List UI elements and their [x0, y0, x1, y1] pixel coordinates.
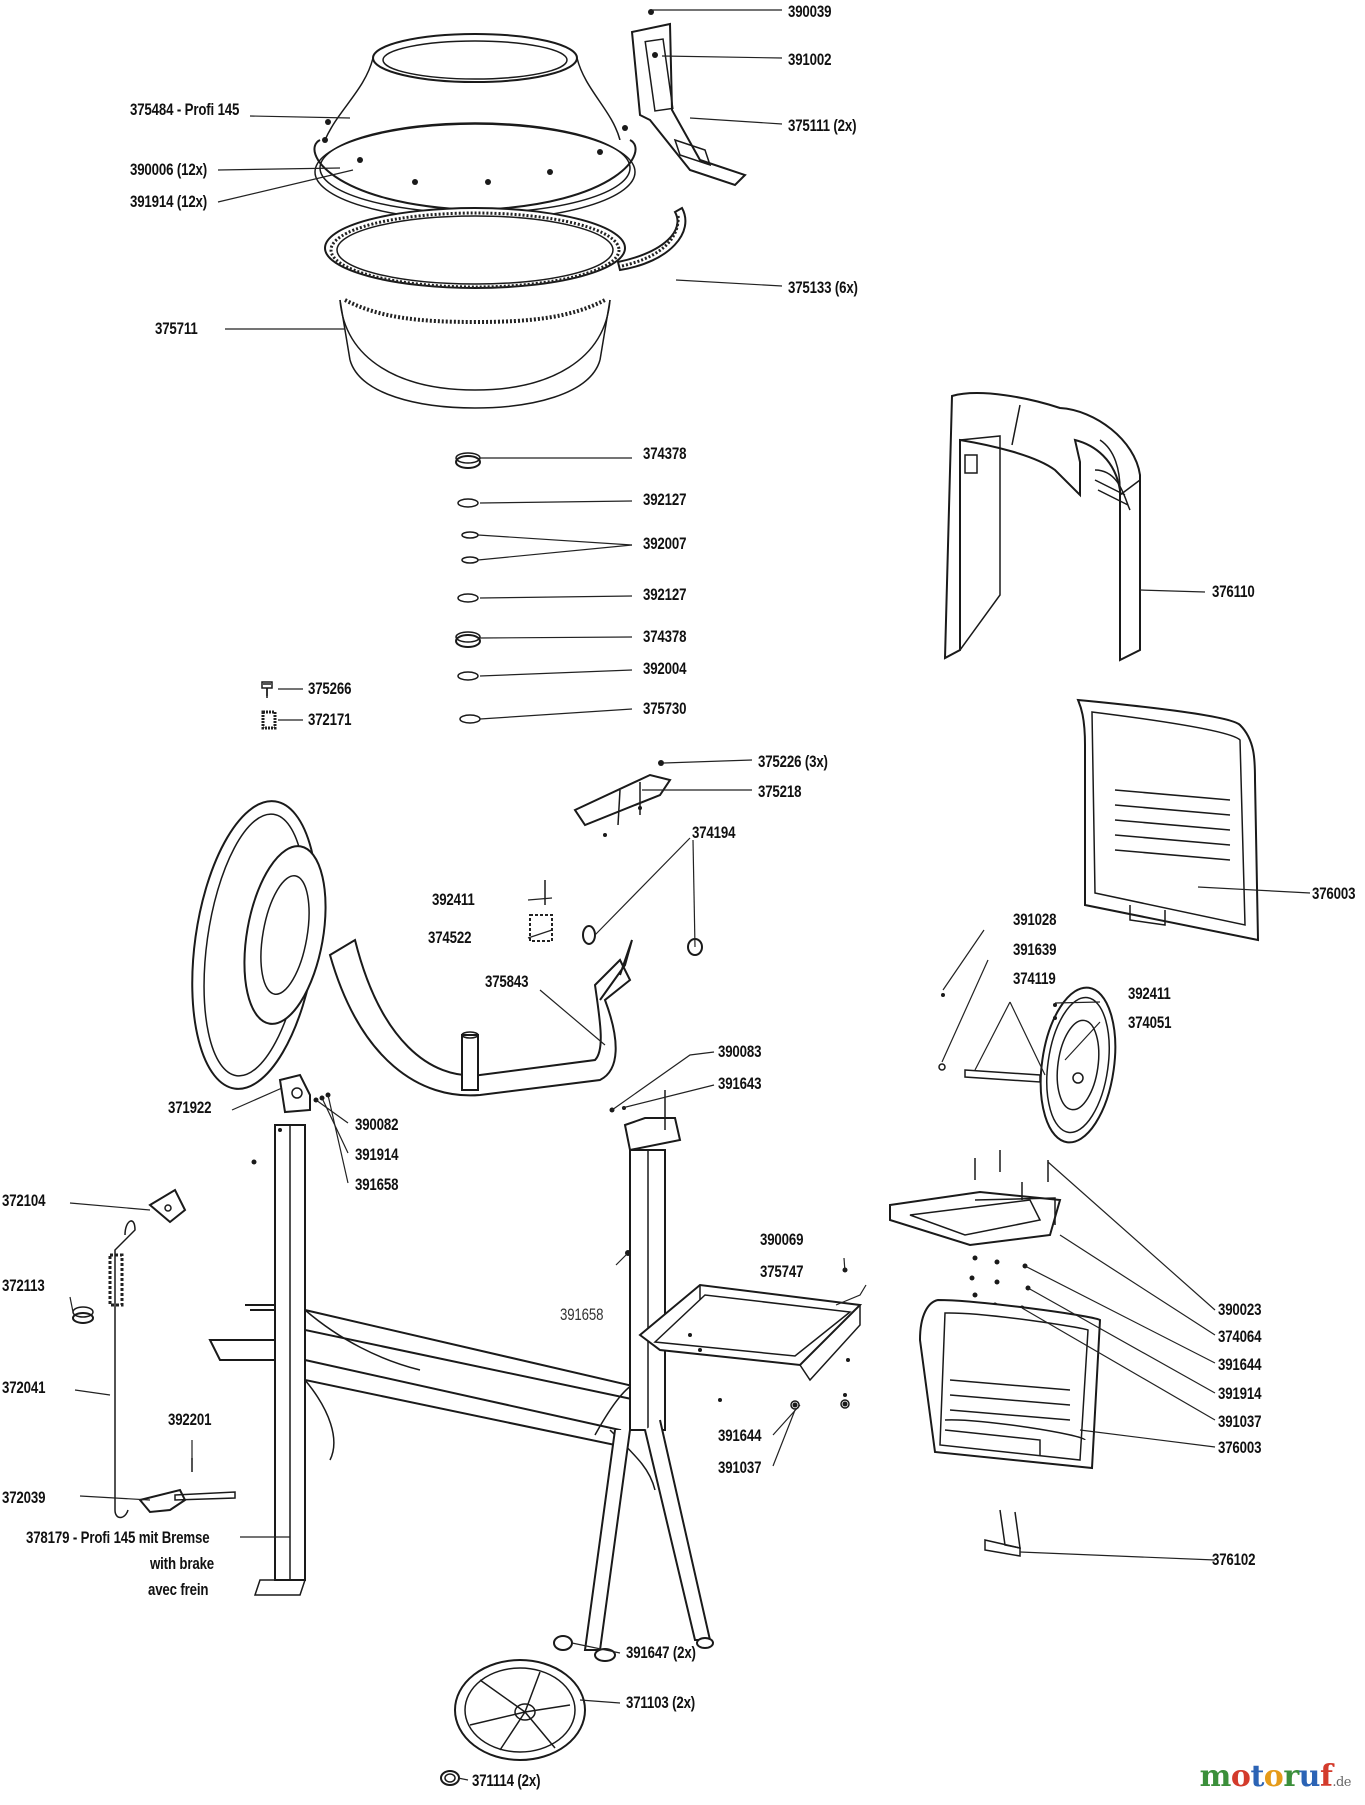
label-374378-a: 374378	[643, 444, 687, 463]
washer-stack	[455, 452, 481, 724]
bracket-375111	[630, 9, 747, 187]
label-390039: 390039	[788, 2, 832, 21]
logo-letter: f	[1319, 1759, 1333, 1794]
logo-letter: o	[1230, 1759, 1251, 1794]
label-378179-avec-frein: avec frein	[148, 1580, 209, 1599]
label-374378-b: 374378	[643, 627, 687, 646]
label-390023: 390023	[1218, 1300, 1262, 1319]
label-372113: 372113	[2, 1276, 45, 1295]
label-375226: 375226 (3x)	[758, 752, 828, 771]
label-374119: 374119	[1013, 969, 1056, 988]
label-371922: 371922	[168, 1098, 212, 1117]
label-391643: 391643	[718, 1074, 762, 1093]
label-390006: 390006 (12x)	[130, 160, 208, 179]
leader-lines	[69, 9, 1311, 1781]
label-390069: 390069	[760, 1230, 804, 1249]
drum-top-cone	[313, 33, 637, 221]
cover-376003-upper	[1076, 698, 1260, 942]
label-374194: 374194	[692, 823, 736, 842]
label-391644-a: 391644	[1218, 1355, 1262, 1374]
label-392411-b: 392411	[1128, 984, 1171, 1003]
label-392127-b: 392127	[643, 585, 687, 604]
label-374522: 374522	[428, 928, 472, 947]
label-375218: 375218	[758, 782, 802, 801]
label-391037-b: 391037	[718, 1458, 762, 1477]
label-375711: 375711	[155, 319, 198, 338]
label-376003-a: 376003	[1312, 884, 1356, 903]
label-375730: 375730	[643, 699, 687, 718]
label-375484: 375484 - Profi 145	[130, 100, 240, 119]
label-375843: 375843	[485, 972, 529, 991]
label-372171: 372171	[308, 710, 352, 729]
label-372039: 372039	[2, 1488, 46, 1507]
label-372104: 372104	[2, 1191, 46, 1210]
label-376110: 376110	[1212, 582, 1255, 601]
drive-frame-375843	[191, 800, 633, 1097]
label-391914-c: 391914	[1218, 1384, 1262, 1403]
label-392411-a: 392411	[432, 890, 475, 909]
hood-376110	[943, 392, 1141, 662]
label-378179: 378179 - Profi 145 mit Bremse	[26, 1528, 210, 1547]
label-391914-12x: 391914 (12x)	[130, 192, 208, 211]
label-376102: 376102	[1212, 1550, 1256, 1569]
pin-spring	[261, 681, 277, 730]
label-390083: 390083	[718, 1042, 762, 1061]
ring-segment-375133	[616, 206, 687, 272]
motoruf-logo: motoruf.de	[1199, 1759, 1352, 1794]
ring-gear-375711	[324, 207, 626, 409]
main-frame-378179	[208, 1090, 714, 1662]
cover-376003-lower	[918, 1298, 1102, 1557]
label-392004: 392004	[643, 659, 687, 678]
label-372041: 372041	[2, 1378, 46, 1397]
label-391658-b: 391658	[560, 1305, 604, 1324]
logo-letter: m	[1199, 1759, 1232, 1794]
logo-letter: t	[1250, 1759, 1264, 1794]
logo-tld: .de	[1332, 1775, 1351, 1790]
label-371114: 371114 (2x)	[472, 1771, 541, 1790]
logo-letter: r	[1283, 1759, 1299, 1794]
label-376003-b: 376003	[1218, 1438, 1262, 1457]
brake-parts	[72, 1188, 236, 1519]
label-391647: 391647 (2x)	[626, 1643, 696, 1662]
label-392007: 392007	[643, 534, 687, 553]
label-371103: 371103 (2x)	[626, 1693, 696, 1712]
label-375747: 375747	[760, 1262, 804, 1281]
label-391658-a: 391658	[355, 1175, 399, 1194]
label-375133: 375133 (6x)	[788, 278, 858, 297]
logo-letter: o	[1263, 1759, 1284, 1794]
arm-hardware	[251, 1073, 626, 1165]
label-391028: 391028	[1013, 910, 1057, 929]
label-391002: 391002	[788, 50, 832, 69]
logo-letter: u	[1298, 1759, 1321, 1794]
tray-375747	[638, 1267, 863, 1410]
label-391644-b: 391644	[718, 1426, 762, 1445]
wheel-371103	[440, 1635, 586, 1786]
bracket-375218	[573, 760, 672, 837]
label-374051: 374051	[1128, 1013, 1172, 1032]
plate-374064	[889, 1150, 1062, 1311]
label-374064: 374064	[1218, 1327, 1262, 1346]
label-375266: 375266	[308, 679, 352, 698]
label-375111: 375111 (2x)	[788, 116, 857, 135]
label-391914-b: 391914	[355, 1145, 399, 1164]
label-391037-a: 391037	[1218, 1412, 1262, 1431]
label-378179-with-brake: with brake	[150, 1554, 215, 1573]
label-392201: 392201	[168, 1410, 212, 1429]
label-392127-a: 392127	[643, 490, 687, 509]
label-390082: 390082	[355, 1115, 399, 1134]
label-391639: 391639	[1013, 940, 1057, 959]
gear-shaft-parts	[529, 880, 703, 956]
